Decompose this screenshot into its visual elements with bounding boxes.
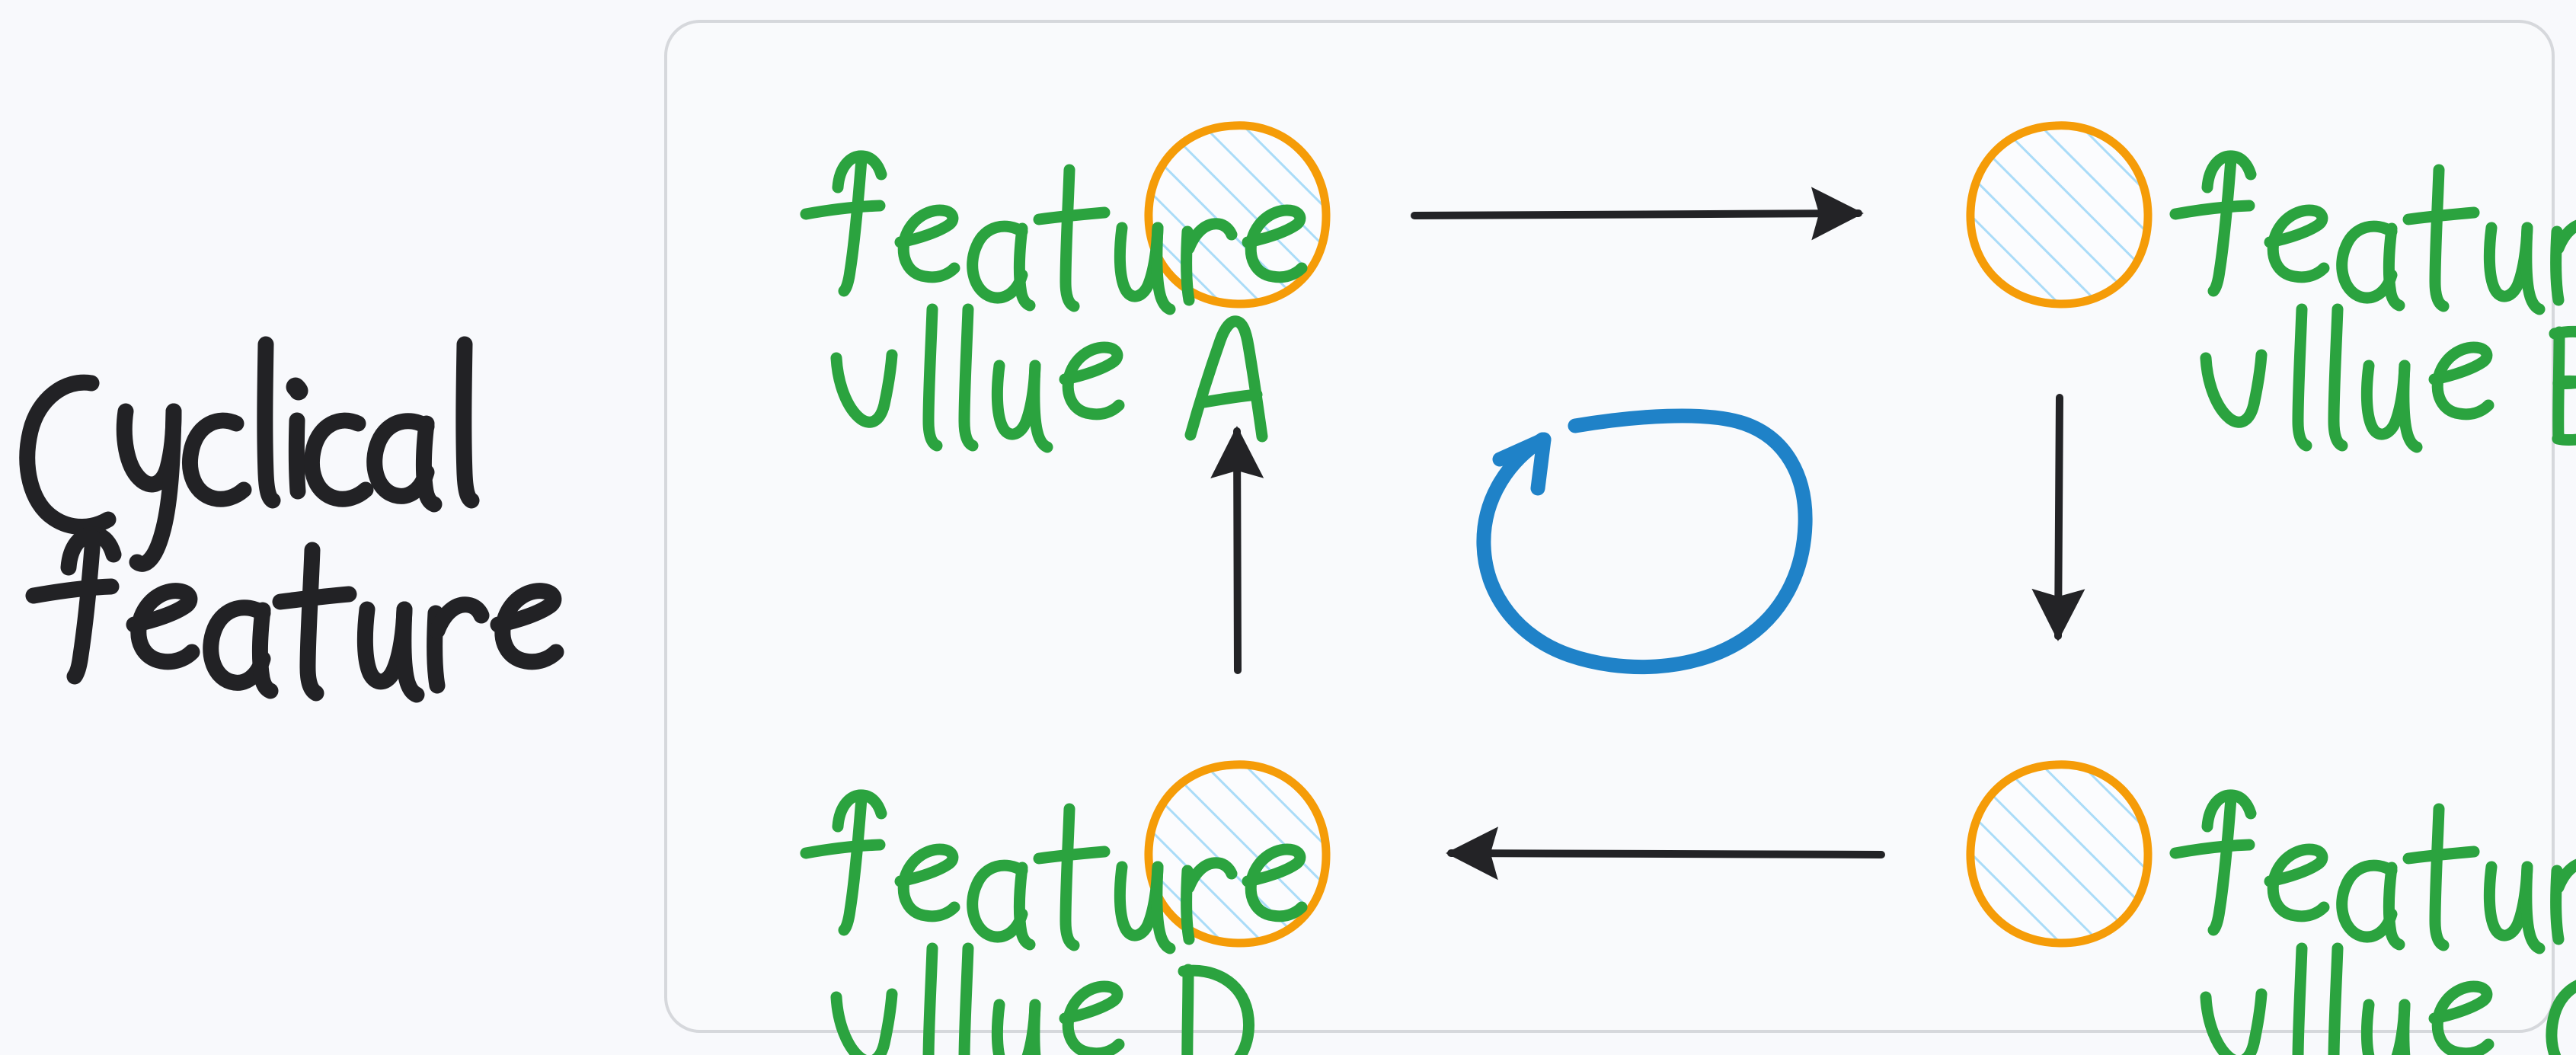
- arrow-a-to-b: [1411, 187, 1864, 241]
- cycle-loop-path: [1476, 408, 1813, 675]
- node-d-label: [800, 789, 1308, 1055]
- arrow-d-to-a-line: [1210, 426, 1264, 674]
- node-b-label: [2169, 150, 2576, 453]
- node-d[interactable]: [1144, 760, 1331, 948]
- arrow-c-to-d: [1446, 826, 1885, 881]
- node-c-fill: [1970, 764, 2149, 944]
- node-a[interactable]: [1144, 121, 1331, 309]
- page-title: [19, 336, 564, 703]
- arrow-b-to-c-line: [2031, 394, 2085, 641]
- node-b-outline: [1966, 121, 2153, 309]
- arrow-a-to-b-line: [1411, 187, 1864, 241]
- cycle-loop-arrow-wing-right: [1530, 432, 1552, 496]
- node-a-outline: [1144, 121, 1331, 309]
- node-b-fill: [1970, 125, 2149, 305]
- node-a-label: [800, 150, 1308, 453]
- node-d-outline: [1144, 760, 1331, 948]
- node-c-label: [2169, 789, 2576, 1055]
- node-c-outline: [1966, 760, 2153, 948]
- node-c[interactable]: [1966, 760, 2153, 948]
- cycle-loop-icon: [1476, 408, 1813, 675]
- node-b[interactable]: [1966, 121, 2153, 309]
- arrow-c-to-d-line: [1446, 826, 1885, 881]
- arrow-d-to-a: [1210, 426, 1264, 674]
- node-d-fill: [1148, 764, 1327, 944]
- node-a-fill: [1148, 125, 1327, 305]
- arrow-b-to-c: [2031, 394, 2085, 641]
